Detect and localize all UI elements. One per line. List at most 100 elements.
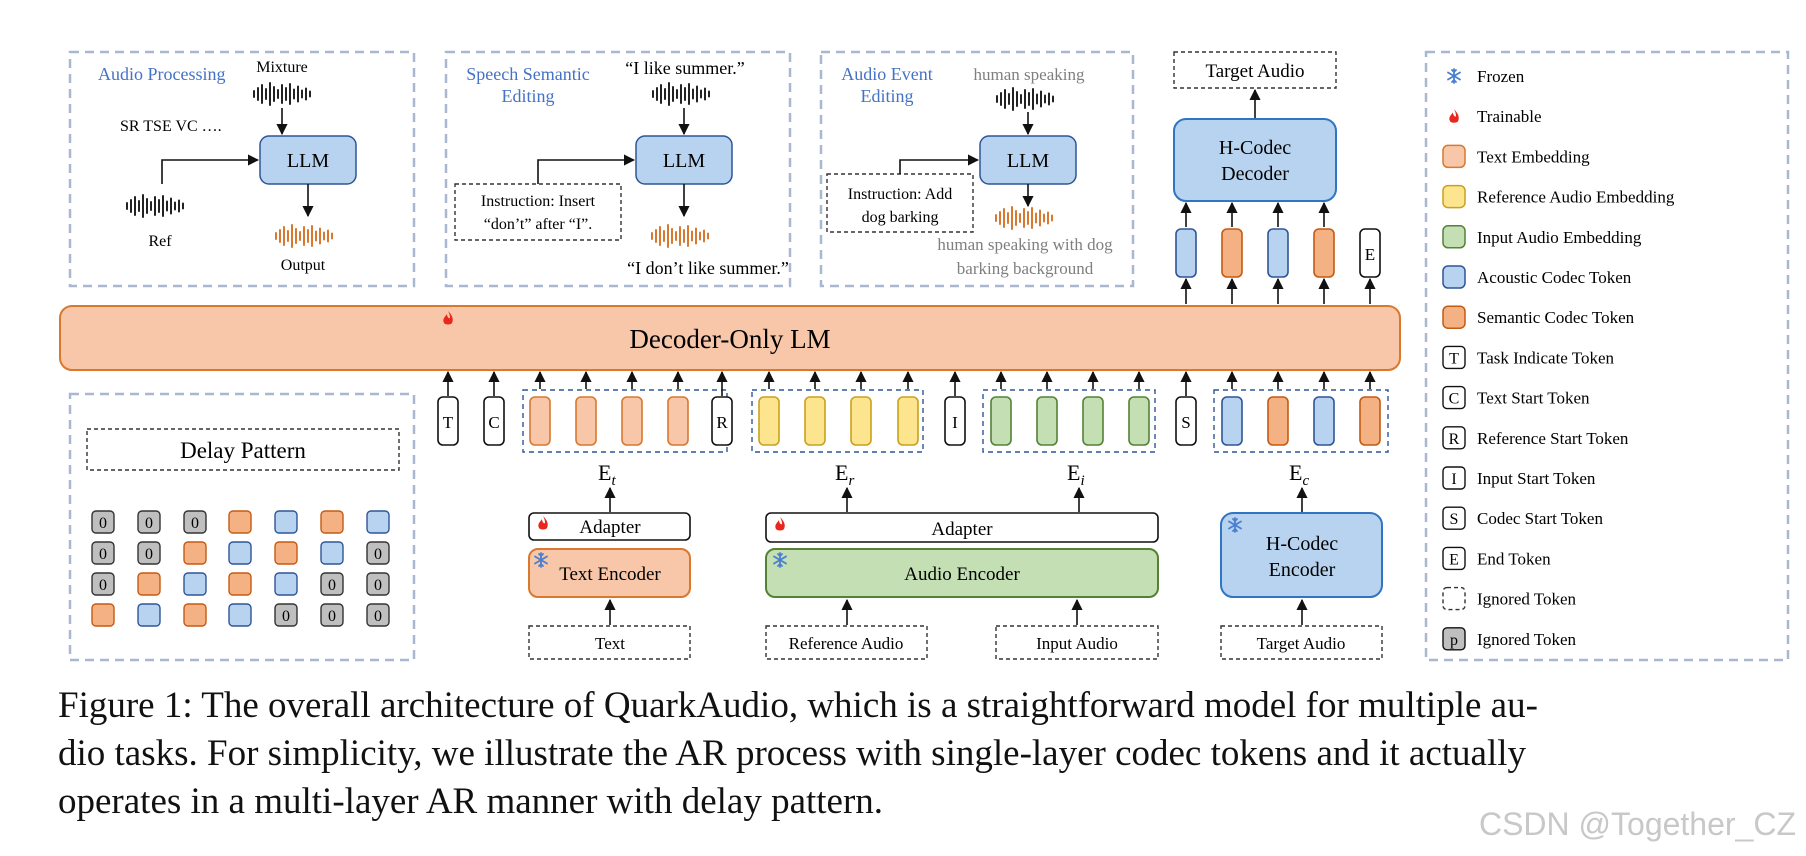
decoder-lm-box (59, 305, 1401, 371)
codec-token (1267, 396, 1289, 446)
input-start-token (944, 396, 966, 446)
codec-start-token (1175, 396, 1197, 446)
legend-swatch-letter: E (1449, 551, 1459, 568)
target-audio-input-label: Target Audio (1257, 634, 1346, 653)
arrow (537, 154, 636, 184)
legend-swatch (1442, 546, 1466, 571)
output-waveform-icon (275, 224, 333, 248)
text-embedding-token (529, 396, 551, 446)
end-token (1359, 228, 1381, 278)
input-audio-embedding-token-group (982, 389, 1156, 453)
audio-adapter-box (765, 512, 1159, 543)
text-start-token (483, 396, 505, 446)
legend-swatch (1442, 466, 1466, 490)
text-adapter-label: Adapter (579, 517, 641, 538)
legend-item: Reference Audio Embedding (1442, 184, 1675, 209)
semantic-token (274, 541, 298, 565)
legend-item: Text Embedding (1442, 144, 1590, 169)
ignored-token-label: 0 (145, 546, 153, 563)
target-audio-input-box (1220, 625, 1383, 660)
input-audio-embedding-token (1036, 396, 1058, 446)
legend-label: Input Audio Embedding (1477, 228, 1642, 247)
legend-swatch-letter: S (1450, 511, 1459, 528)
ignored-token (137, 541, 161, 565)
legend-swatch (1442, 184, 1466, 209)
embedding-labels: Et Er Ei Ec (598, 460, 1309, 512)
legend-item: Ignored Token (1442, 586, 1577, 611)
legend-swatch-letter: C (1449, 391, 1460, 408)
acoustic-token (274, 572, 298, 596)
acoustic-output-token (1267, 228, 1289, 278)
task-token (437, 396, 459, 446)
e-input-label: Ei (1067, 460, 1085, 489)
reference-audio-embedding-token (897, 396, 919, 446)
legend-label: Reference Start Token (1477, 429, 1629, 448)
legend-label: End Token (1477, 549, 1551, 568)
audio-encoder-box (765, 548, 1159, 598)
instruction-text-2: “don’t” after “I”. (484, 216, 593, 233)
legend-item: Frozen (1447, 67, 1525, 86)
text-start-token-label: C (488, 413, 499, 432)
end-token-label: E (1365, 245, 1375, 264)
hcodec-decoder-box (1173, 118, 1337, 202)
architecture-diagram: Audio Processing Mixture SR TSE VC …. LL… (59, 50, 1790, 662)
legend-swatch (1442, 144, 1466, 169)
task-token-label: T (443, 413, 454, 432)
text-encoder-branch: Adapter Text Encoder Text (528, 512, 691, 660)
legend-label: Task Indicate Token (1477, 348, 1615, 367)
llm-label: LLM (663, 150, 705, 172)
acoustic-token (183, 572, 207, 596)
legend-label: Semantic Codec Token (1477, 308, 1635, 327)
semantic-output-token (1313, 228, 1335, 278)
decoder-only-lm: Decoder-Only LM (59, 305, 1401, 371)
input-audio-input-box (995, 625, 1159, 660)
caption-line: operates in a multi-layer AR manner with… (58, 781, 884, 822)
hcodec-decoder-label: H-Codec (1219, 137, 1291, 159)
instruction-box (826, 173, 974, 233)
tasks-label: SR TSE VC …. (120, 118, 222, 135)
text-embedding-token (667, 396, 689, 446)
text-input-label: Text (595, 634, 625, 653)
panel-border (819, 50, 1135, 288)
target-audio-output-box (1173, 51, 1337, 89)
reference-start-token-label: R (716, 413, 728, 432)
input-quote: “I like summer.” (625, 58, 744, 78)
llm-label: LLM (287, 150, 329, 172)
semantic-token (320, 510, 344, 534)
semantic-token (183, 541, 207, 565)
semantic-token (137, 572, 161, 596)
legend-label: Input Start Token (1477, 469, 1596, 488)
ignored-token (274, 603, 298, 627)
legend-swatch (1442, 225, 1466, 249)
ref-label: Ref (148, 233, 172, 250)
acoustic-token (366, 510, 390, 534)
legend-label: Reference Audio Embedding (1477, 188, 1675, 207)
legend-swatch (1442, 345, 1466, 370)
mixture-label: Mixture (256, 59, 308, 76)
input-audio-embedding-token (1128, 396, 1150, 446)
caption-line: dio tasks. For simplicity, we illustrate… (58, 733, 1527, 774)
ignored-token (91, 572, 115, 596)
legend-label: Text Embedding (1477, 147, 1590, 166)
input-label: human speaking (974, 65, 1085, 84)
hcodec-encoder-label-2: Encoder (1269, 559, 1336, 581)
legend-item: Trainable (1449, 107, 1542, 126)
codec-start-token-label: S (1181, 413, 1190, 432)
e-ref-label: Er (835, 460, 854, 489)
ignored-token-label: 0 (99, 515, 107, 532)
acoustic-token (228, 541, 252, 565)
ignored-token (183, 510, 207, 534)
acoustic-token (137, 603, 161, 627)
decoder-lm-label: Decoder-Only LM (629, 324, 830, 354)
instruction-text: Instruction: Add (848, 186, 952, 203)
ignored-token (91, 510, 115, 534)
reference-start-token (711, 396, 733, 446)
legend-label: Codec Start Token (1477, 509, 1603, 528)
panel-title-2: Editing (502, 86, 555, 106)
semantic-token (228, 510, 252, 534)
input-waveform-icon (996, 87, 1054, 111)
panel-audio-event-editing: Audio Event Editing human speaking LLM I… (819, 50, 1135, 288)
codec-token-group (1213, 389, 1389, 453)
legend-label: Trainable (1477, 107, 1542, 126)
hcodec-encoder-box (1220, 512, 1383, 598)
